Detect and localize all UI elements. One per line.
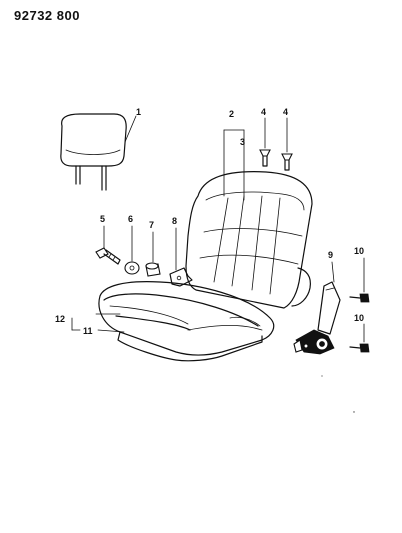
callout-10a: 10 [354,246,364,256]
headrest-part [60,113,127,191]
seat-back-part [185,171,313,309]
callout-8: 8 [172,216,177,226]
callout-3: 3 [240,137,245,147]
scan-speck [353,411,355,413]
recliner-mechanism-part [293,281,341,355]
callout-4b: 4 [283,107,288,117]
seat-cushion-part [98,281,275,362]
clip-fastener-part-right [281,153,293,171]
callout-11: 11 [83,326,93,336]
callout-10b: 10 [354,313,364,323]
callout-4a: 4 [261,107,266,117]
bolt-part-upper [349,293,370,303]
callout-9: 9 [328,250,333,260]
document-number: 92732 800 [14,8,80,23]
leader-line-1 [124,115,137,143]
bolt-part [95,247,121,265]
callout-12: 12 [55,314,65,324]
leader-line-9 [331,261,335,283]
bracket-part [169,267,193,287]
nut-part [145,262,161,277]
washer-part [124,261,140,275]
callout-5: 5 [100,214,105,224]
clip-fastener-part-left [259,149,271,167]
callout-7: 7 [149,220,154,230]
callout-6: 6 [128,214,133,224]
callout-1: 1 [136,107,141,117]
scan-speck [321,375,323,377]
callout-2: 2 [229,109,234,119]
bolt-part-lower [349,343,370,353]
leader-line-11 [97,329,125,333]
